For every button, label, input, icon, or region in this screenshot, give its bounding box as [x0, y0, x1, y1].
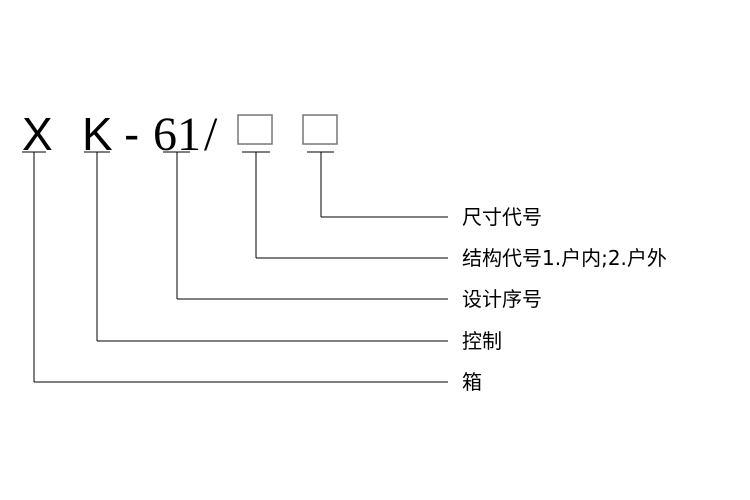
code-letter-x: X	[22, 108, 53, 160]
label-box: 箱	[462, 370, 482, 394]
code-slash: /	[204, 108, 218, 161]
label-design-number: 设计序号	[462, 287, 542, 311]
size-code-box	[302, 114, 338, 145]
structure-code-box	[237, 114, 273, 145]
leader-box	[22, 151, 448, 383]
leader-control	[84, 151, 448, 342]
label-size-code: 尺寸代号	[462, 205, 542, 229]
code-dash: -	[124, 108, 139, 160]
code-letter-k: K	[82, 108, 113, 160]
leader-design	[163, 151, 448, 300]
leader-size	[307, 151, 448, 218]
label-control: 控制	[462, 329, 502, 353]
label-structure-code: 结构代号1.户内;2.户外	[462, 246, 667, 270]
leader-structure	[242, 151, 448, 259]
